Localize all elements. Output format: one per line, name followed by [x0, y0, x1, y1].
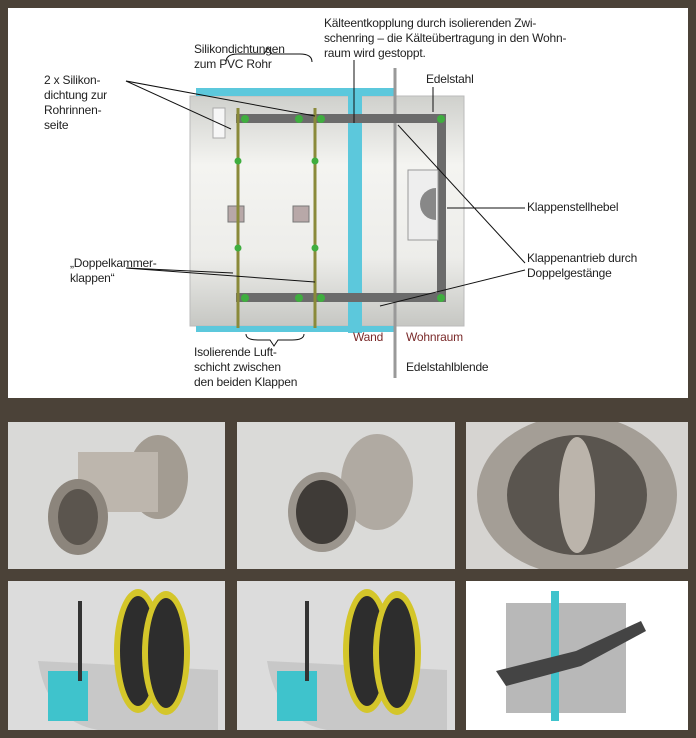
- label-silikondichtungen-pvc: Silikondichtungen zum PVC Rohr: [194, 42, 285, 71]
- damper-frame: [227, 114, 446, 302]
- label-edelstahlblende: Edelstahlblende: [406, 360, 489, 374]
- render-damper-top-view: [466, 581, 688, 730]
- label-wand: Wand: [353, 330, 384, 344]
- label-edelstahl: Edelstahl: [426, 72, 474, 86]
- label-silikondichtung-innen: 2 x Silikon- dichtung zur Rohrinnen- sei…: [44, 73, 107, 132]
- label-kaelteentkopplung: Kälteentkopplung durch isolierenden Zwi-…: [324, 16, 567, 60]
- pivot-points: [234, 115, 445, 302]
- photo-damper-inside-view: [466, 422, 688, 569]
- render-damper-cutaway-2: [237, 581, 455, 730]
- render-damper-cutaway-1: [8, 581, 225, 730]
- diagram-drawing: [125, 47, 526, 378]
- insulating-ring: [348, 88, 362, 333]
- label-wohnraum: Wohnraum: [406, 330, 463, 344]
- insulation-top: [196, 88, 396, 96]
- insulation-bottom: [196, 326, 396, 332]
- label-isolierende-luftschicht: Isolierende Luft- schicht zwischen den b…: [194, 345, 298, 389]
- damper-cross-section-diagram: Kälteentkopplung durch isolierenden Zwi-…: [8, 8, 688, 398]
- lever-knob: [420, 188, 436, 220]
- label-klappenantrieb: Klappenantrieb durch Doppelgestänge: [527, 251, 638, 280]
- label-klappenstellhebel: Klappenstellhebel: [527, 200, 619, 214]
- leader-lines: [125, 47, 526, 347]
- label-doppelkammerklappen: „Doppelkammer- klappen“: [70, 256, 157, 285]
- photo-damper-side-view: [8, 422, 225, 569]
- photo-damper-front-view: [237, 422, 455, 569]
